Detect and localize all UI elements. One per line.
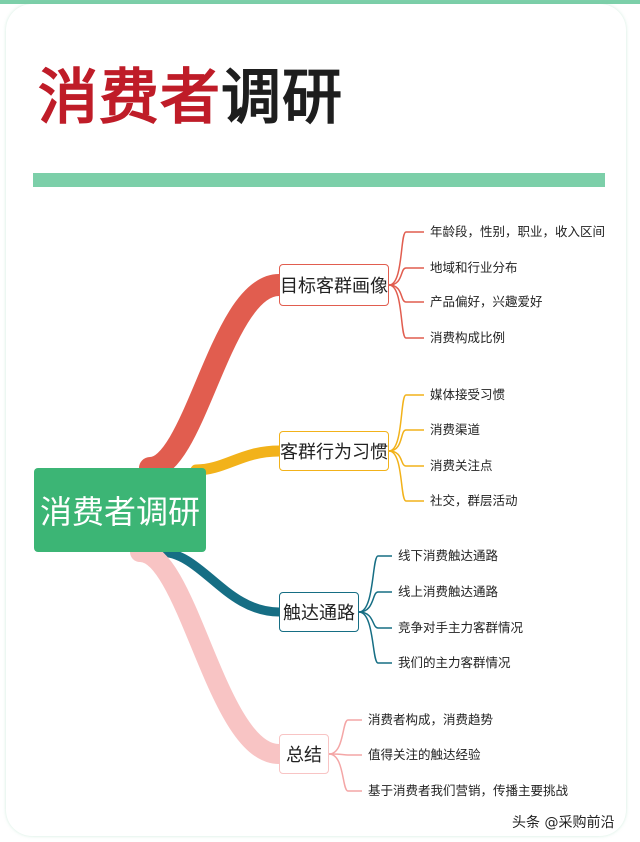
leaf-item: 我们的主力客群情况 <box>398 655 511 670</box>
leaf-connector <box>388 284 424 339</box>
card <box>6 4 626 836</box>
page-title: 消费者调研 <box>38 58 343 138</box>
title-highlight: 消费者 <box>38 63 221 133</box>
leaf-item: 产品偏好，兴趣爱好 <box>430 294 543 309</box>
leaf-connector <box>328 719 362 755</box>
leaf-connector <box>388 231 424 286</box>
leaf-item: 年龄段，性别，职业，收入区间 <box>430 224 606 239</box>
top-accent-bar <box>0 0 640 4</box>
branch-connector <box>155 547 284 617</box>
branch-node-channels: 触达通路 <box>279 592 359 632</box>
leaf-connector <box>328 753 362 756</box>
leaf-item: 社交，群层活动 <box>430 493 518 508</box>
leaf-item: 线下消费触达通路 <box>398 548 499 563</box>
leaf-item: 媒体接受习惯 <box>430 387 506 402</box>
leaf-item: 竞争对手主力客群情况 <box>398 620 524 635</box>
leaf-connector <box>328 753 362 792</box>
leaf-item: 消费关注点 <box>430 458 493 473</box>
branch-node-profile: 目标客群画像 <box>279 264 389 306</box>
branch-node-behavior: 客群行为习惯 <box>279 431 389 471</box>
leaf-item: 值得关注的触达经验 <box>368 747 481 762</box>
leaf-item: 地域和行业分布 <box>430 260 518 275</box>
leaf-connector <box>388 394 424 452</box>
leaf-connector <box>388 450 424 502</box>
leaf-item: 消费构成比例 <box>430 330 506 345</box>
watermark: 头条 @采购前沿 <box>512 815 615 831</box>
leaf-item: 线上消费触达通路 <box>398 584 499 599</box>
leaf-connector <box>358 611 392 664</box>
branch-node-summary: 总结 <box>279 734 329 774</box>
leaf-item: 基于消费者我们营销，传播主要挑战 <box>368 783 569 798</box>
title-divider <box>33 173 605 187</box>
leaf-item: 消费者构成，消费趋势 <box>368 712 494 727</box>
leaf-connector <box>388 429 424 452</box>
leaf-connector <box>358 555 392 613</box>
root-node: 消费者调研 <box>34 468 206 552</box>
leaf-connector <box>388 267 424 286</box>
leaf-item: 消费渠道 <box>430 422 481 437</box>
branch-connector <box>190 445 285 476</box>
branch-connector <box>139 274 290 479</box>
title-rest: 调研 <box>221 63 343 133</box>
branch-connector <box>130 542 289 764</box>
leaf-connector <box>358 591 392 613</box>
